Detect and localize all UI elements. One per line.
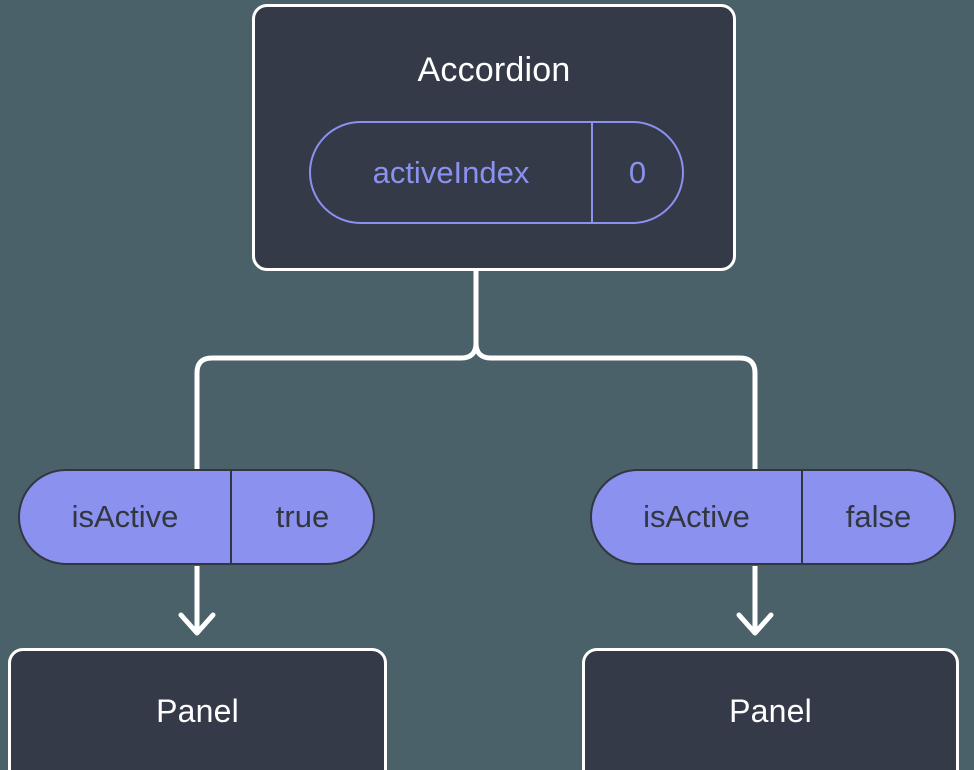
arrowhead-left-icon xyxy=(178,612,216,636)
node-panel-left[interactable]: Panel xyxy=(8,648,387,770)
prop-pill-activeindex[interactable]: activeIndex 0 xyxy=(309,121,684,224)
prop-pill-isactive-true-value: true xyxy=(275,499,330,534)
edge-root-to-right-pill xyxy=(473,268,758,481)
node-panel-right-title: Panel xyxy=(729,693,812,729)
prop-pill-isactive-false[interactable]: isActive false xyxy=(590,469,956,565)
prop-pill-isactive-true[interactable]: isActive true xyxy=(18,469,375,565)
prop-pill-activeindex-key: activeIndex xyxy=(311,123,593,222)
prop-pill-isactive-false-value: false xyxy=(845,499,912,534)
arrowhead-right-icon xyxy=(736,612,774,636)
edge-root-to-left-pill xyxy=(194,268,479,481)
node-accordion[interactable]: Accordion activeIndex 0 xyxy=(252,4,736,271)
prop-pill-activeindex-value: 0 xyxy=(628,154,647,190)
prop-pill-isactive-true-key: isActive xyxy=(20,471,232,563)
node-panel-right[interactable]: Panel xyxy=(582,648,959,770)
prop-pill-isactive-false-key: isActive xyxy=(592,471,803,563)
node-panel-left-title: Panel xyxy=(156,693,239,729)
node-accordion-title: Accordion xyxy=(417,51,571,89)
